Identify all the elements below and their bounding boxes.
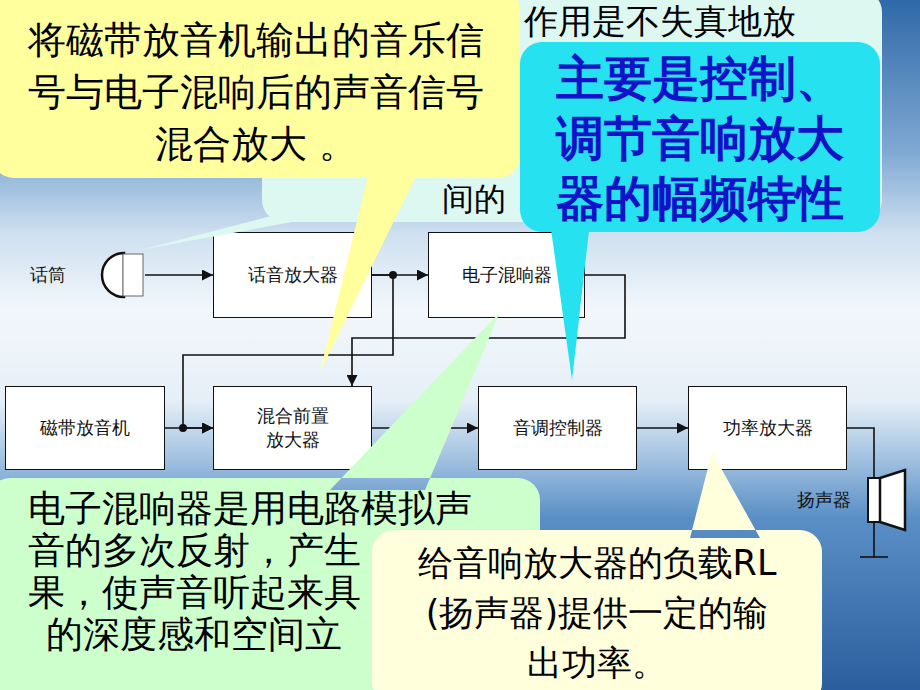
signal-connector (637, 427, 688, 429)
block-label: 功率放大器 (723, 416, 813, 440)
block-label: 音调控制器 (513, 416, 603, 440)
signal-connector (145, 274, 213, 276)
callout-note: 将磁带放音机输出的音乐信 号与电子混响后的声音信号 混合放大 。 (0, 0, 520, 178)
symbol-label: 话筒 (30, 263, 66, 287)
callout-fill (372, 452, 822, 690)
callout-note: 给音响放大器的负载RL (扬声器)提供一定的输 出功率。 (372, 530, 822, 690)
block-label: 话音放大器 (248, 263, 338, 287)
signal-connector (372, 274, 428, 276)
signal-connector (847, 428, 874, 478)
process-box: 混合前置 放大器 (213, 386, 372, 470)
callout-text: 给音响放大器的负载RL (扬声器)提供一定的输 出功率。 (413, 538, 781, 688)
microphone-body (123, 254, 143, 296)
callout-text: 间的 (442, 180, 506, 218)
block-label: 混合前置 放大器 (253, 404, 333, 452)
signal-connector (165, 427, 213, 429)
block-label: 电子混响器 (462, 263, 552, 287)
microphone-head (102, 253, 124, 297)
block-label: 磁带放音机 (40, 416, 130, 440)
speaker: 扬声器 (795, 478, 907, 522)
callout-text: 主要是控制、 调节音响放大 器的幅频特性 (545, 48, 855, 228)
ground-wire (873, 522, 875, 557)
microphone: 话筒 (30, 250, 145, 300)
ground-bar (860, 556, 888, 558)
callout-text: 将磁带放音机输出的音乐信 号与电子混响后的声音信号 混合放大 。 (18, 14, 494, 170)
symbol-label: 扬声器 (797, 488, 851, 512)
speaker-cone (880, 470, 905, 530)
callout-text: 作用是不失真地放 (524, 2, 796, 40)
callout-note: 主要是控制、 调节音响放大 器的幅频特性 (520, 42, 880, 232)
callout-fill (140, 0, 882, 250)
process-box: 磁带放音机 (5, 386, 165, 470)
junction-dot (179, 424, 187, 432)
junction-dot (389, 271, 397, 279)
process-box: 音调控制器 (478, 386, 637, 470)
speaker-magnet (868, 478, 880, 522)
callout-fill (520, 42, 880, 380)
